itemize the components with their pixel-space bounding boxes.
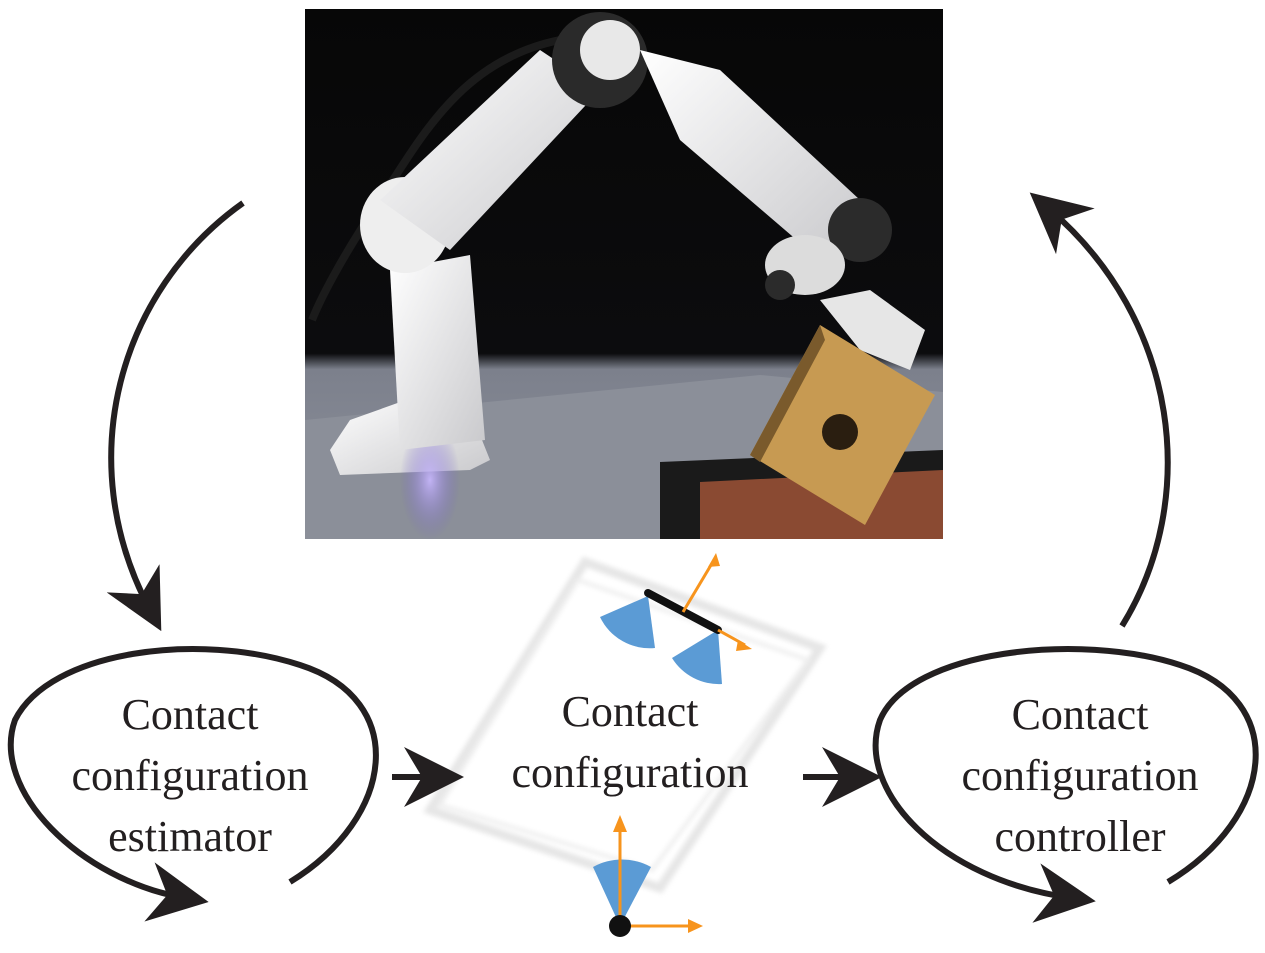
controller-label-line1: Contact bbox=[1011, 690, 1149, 739]
estimator-label-line2: configuration bbox=[71, 751, 309, 800]
configuration-label-line1: Contact bbox=[561, 687, 699, 736]
configuration-label-line2: configuration bbox=[511, 748, 749, 797]
top-contact-frames bbox=[600, 553, 752, 685]
bottom-contact-frame bbox=[593, 815, 703, 937]
controller-label-line3: controller bbox=[994, 812, 1166, 861]
friction-cone-bottom bbox=[593, 859, 651, 926]
controller-loop bbox=[872, 646, 1259, 923]
robot-photo bbox=[305, 9, 943, 540]
controller-label: Contact configuration controller bbox=[920, 684, 1240, 867]
friction-cone-left bbox=[600, 596, 655, 649]
estimator-label-line1: Contact bbox=[121, 690, 259, 739]
frame-axis-y bbox=[681, 559, 716, 613]
estimator-label: Contact configuration estimator bbox=[40, 684, 340, 867]
photo-to-estimator-arrow bbox=[106, 200, 245, 632]
friction-cone-right bbox=[672, 630, 722, 685]
contact-point bbox=[609, 915, 631, 937]
controller-label-line2: configuration bbox=[961, 751, 1199, 800]
configuration-label: Contact configuration bbox=[480, 681, 780, 803]
ghost-box bbox=[423, 556, 827, 894]
estimator-loop bbox=[7, 646, 379, 922]
controller-to-photo-arrow bbox=[1029, 192, 1171, 628]
estimator-label-line3: estimator bbox=[108, 812, 272, 861]
